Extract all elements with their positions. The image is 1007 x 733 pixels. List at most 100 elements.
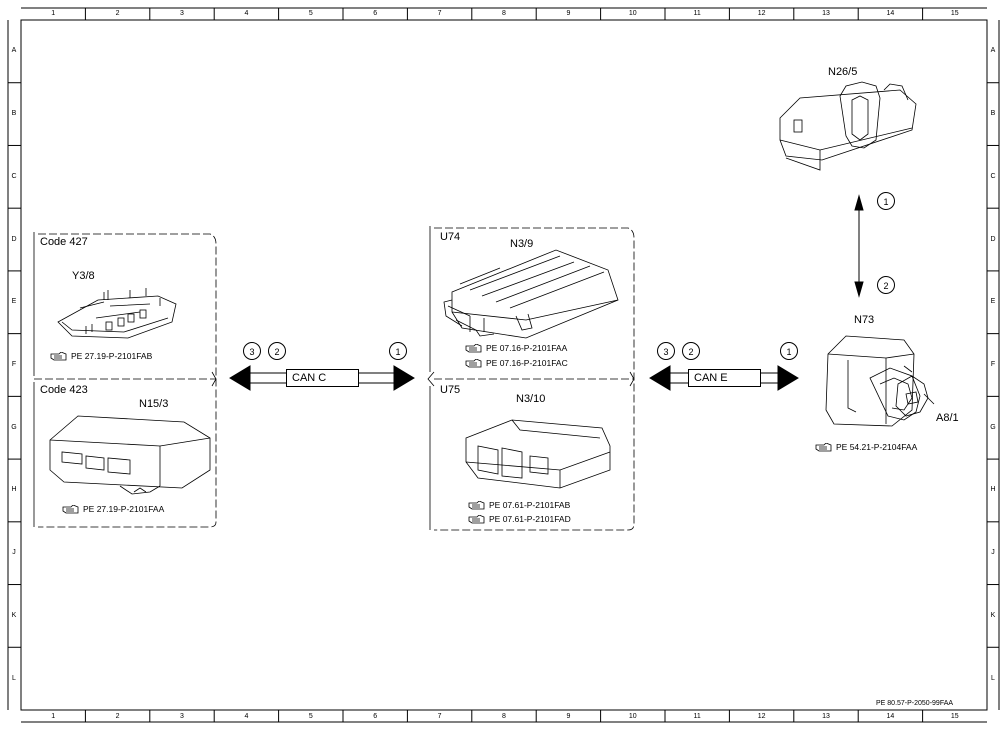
pointing-hand-icon xyxy=(815,442,832,452)
code-427-label: Code 427 xyxy=(40,236,88,248)
can-c-circle-1: 1 xyxy=(389,342,407,360)
column-index-label: 3 xyxy=(180,10,184,17)
n15-3-reference[interactable]: PE 27.19-P-2101FAA xyxy=(62,504,164,514)
row-index-label: L xyxy=(991,674,995,682)
n3-10-reference-2[interactable]: PE 07.61-P-2101FAD xyxy=(468,514,571,524)
row-index-label: J xyxy=(991,549,995,557)
row-index-label: F xyxy=(990,361,996,368)
n15-3-label: N15/3 xyxy=(139,398,169,410)
column-index-label: 14 xyxy=(886,10,895,17)
column-index-label: 9 xyxy=(566,10,571,17)
can-c-circle-3: 3 xyxy=(243,342,261,360)
column-index-label: 15 xyxy=(950,713,959,720)
column-index-label: 4 xyxy=(244,10,249,17)
can-e-circle-2: 2 xyxy=(682,342,700,360)
footer-reference: PE 80.57-P-2050-99FAA xyxy=(876,700,954,707)
row-index-label: D xyxy=(990,235,996,243)
n15-3-control-unit-drawing xyxy=(49,415,211,495)
n26-5-module-drawing xyxy=(779,81,917,171)
n26-5-label: N26/5 xyxy=(828,66,858,78)
column-index-label: 4 xyxy=(244,713,249,720)
a8-1-key-drawing xyxy=(895,365,935,417)
n3-9-engine-control-unit-drawing xyxy=(443,249,619,339)
n3-10-reference-1[interactable]: PE 07.61-P-2101FAB xyxy=(468,500,570,510)
row-index-label: H xyxy=(11,486,17,494)
row-index-label: E xyxy=(990,298,996,306)
pointing-hand-icon xyxy=(465,343,482,353)
link-circle-1: 1 xyxy=(877,192,895,210)
column-index-label: 6 xyxy=(373,713,378,720)
n15-3-reference-text: PE 27.19-P-2101FAA xyxy=(83,504,165,514)
drawing-frame xyxy=(20,19,988,711)
row-index-label: B xyxy=(990,110,996,118)
code-423-label: Code 423 xyxy=(40,384,88,396)
can-e-circle-1: 1 xyxy=(780,342,798,360)
n3-9-label: N3/9 xyxy=(510,238,534,250)
pointing-hand-icon xyxy=(465,358,482,368)
y3-8-reference[interactable]: PE 27.19-P-2101FAB xyxy=(50,351,152,361)
n3-10-label: N3/10 xyxy=(516,393,546,405)
column-index-label: 9 xyxy=(566,713,571,720)
n73-reference-text: PE 54.21-P-2104FAA xyxy=(836,442,918,452)
u74-label: U74 xyxy=(440,231,461,243)
column-index-label: 13 xyxy=(822,713,830,720)
pointing-hand-icon xyxy=(468,500,485,510)
can-e-circle-3: 3 xyxy=(657,342,675,360)
row-index-label: A xyxy=(990,47,996,55)
n73-ignition-switch-drawing xyxy=(825,335,921,427)
n3-10-engine-control-unit-drawing xyxy=(465,419,611,489)
row-index-label: K xyxy=(11,611,17,619)
column-index-label: 11 xyxy=(693,10,701,17)
n3-10-reference-2-text: PE 07.61-P-2101FAD xyxy=(489,514,571,524)
column-index-label: 8 xyxy=(502,10,506,17)
column-index-label: 5 xyxy=(308,10,313,17)
column-index-label: 6 xyxy=(373,10,378,17)
column-index-label: 2 xyxy=(115,713,120,720)
row-index-label: F xyxy=(11,361,17,368)
n3-10-reference-1-text: PE 07.61-P-2101FAB xyxy=(489,500,571,510)
n26-5-n73-link-arrow xyxy=(854,194,864,298)
column-index-label: 1 xyxy=(51,10,56,17)
center-module-box xyxy=(427,226,635,531)
row-index-label: A xyxy=(11,47,17,55)
row-index-label: J xyxy=(12,549,16,557)
column-index-label: 8 xyxy=(502,713,506,720)
column-index-label: 3 xyxy=(180,713,184,720)
n3-9-reference-1[interactable]: PE 07.16-P-2101FAA xyxy=(465,343,567,353)
column-index-label: 15 xyxy=(950,10,959,17)
column-index-label: 12 xyxy=(757,10,766,17)
u75-label: U75 xyxy=(440,384,461,396)
column-index-label: 1 xyxy=(51,713,56,720)
column-index-label: 12 xyxy=(757,713,766,720)
column-index-label: 10 xyxy=(628,713,637,720)
row-index-label: G xyxy=(11,423,17,431)
row-index-label: C xyxy=(990,172,996,180)
column-index-label: 7 xyxy=(437,10,442,17)
can-c-label: CAN C xyxy=(286,369,359,387)
column-index-label: 10 xyxy=(628,10,637,17)
n3-9-reference-1-text: PE 07.16-P-2101FAA xyxy=(486,343,568,353)
row-index-label: L xyxy=(12,674,16,682)
pointing-hand-icon xyxy=(50,351,67,361)
n3-9-reference-2[interactable]: PE 07.16-P-2101FAC xyxy=(465,358,568,368)
row-index-label: G xyxy=(990,423,996,431)
pointing-hand-icon xyxy=(468,514,485,524)
column-index-label: 14 xyxy=(886,713,895,720)
n73-reference[interactable]: PE 54.21-P-2104FAA xyxy=(815,442,917,452)
n73-label: N73 xyxy=(854,314,875,326)
row-index-label: B xyxy=(11,110,17,118)
row-index-label: K xyxy=(990,611,996,619)
can-e-label: CAN E xyxy=(688,369,761,387)
can-c-circle-2: 2 xyxy=(268,342,286,360)
column-index-label: 13 xyxy=(822,10,830,17)
left-module-box xyxy=(33,232,217,528)
y3-8-label: Y3/8 xyxy=(72,270,95,282)
row-index-label: C xyxy=(11,172,17,180)
row-index-label: H xyxy=(990,486,996,494)
column-index-label: 11 xyxy=(693,713,701,720)
row-index-label: D xyxy=(11,235,17,243)
column-index-label: 7 xyxy=(437,713,442,720)
pointing-hand-icon xyxy=(62,504,79,514)
